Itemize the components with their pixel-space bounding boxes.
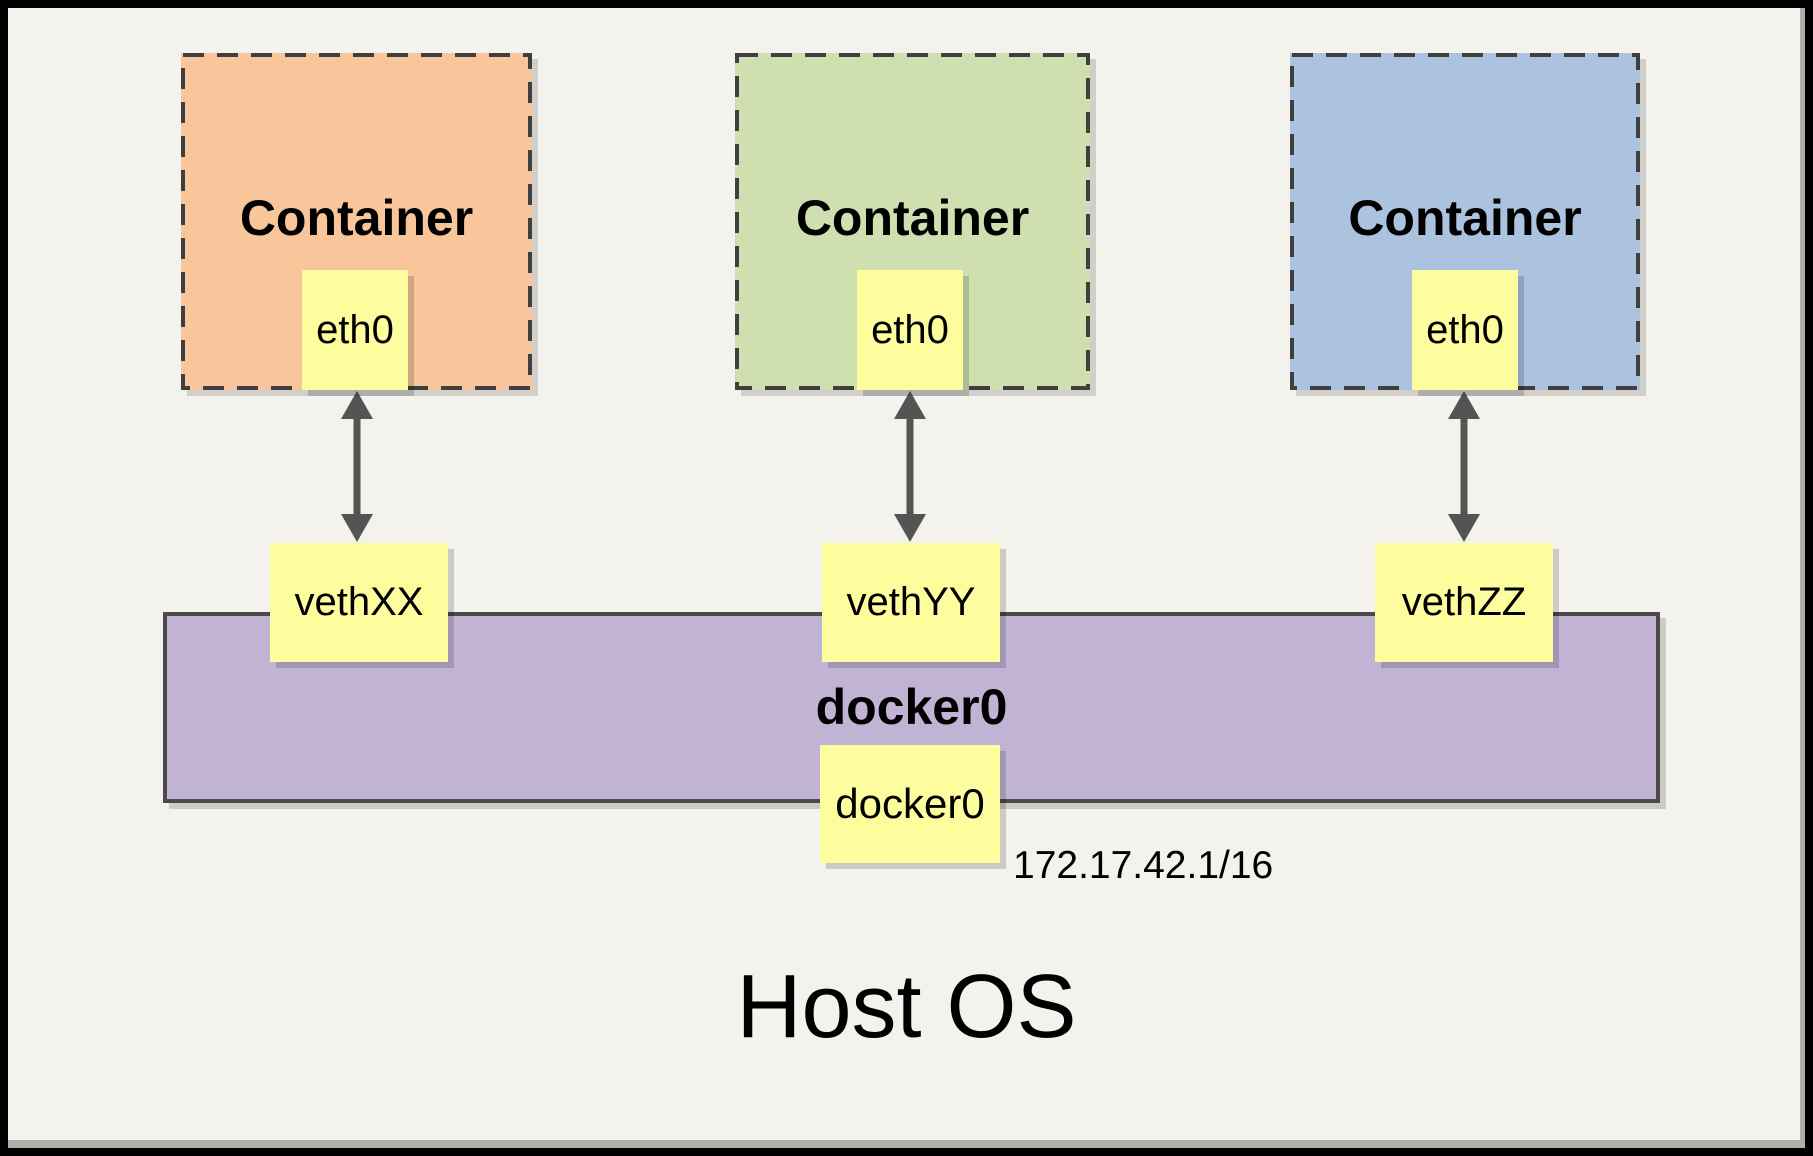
vethYY-label: vethYY: [846, 580, 976, 624]
host-os-label: Host OS: [736, 957, 1077, 1057]
bridge-ip-address: 172.17.42.1/16: [1013, 844, 1274, 887]
eth0-label-3: eth0: [1426, 307, 1504, 352]
docker0-interface-box: docker0: [820, 745, 1000, 863]
eth0-box-2: eth0: [857, 270, 963, 390]
vethYY-box: vethYY: [822, 543, 1000, 662]
container-label-2: Container: [795, 190, 1030, 246]
docker0-interface-label: docker0: [835, 780, 985, 827]
vethZZ-label: vethZZ: [1401, 580, 1527, 624]
vethXX-box: vethXX: [270, 543, 448, 662]
vethZZ-box: vethZZ: [1375, 543, 1553, 662]
eth0-label-2: eth0: [871, 307, 949, 352]
eth0-label-1: eth0: [316, 307, 394, 352]
container-label-3: Container: [1348, 190, 1582, 246]
vethXX-label: vethXX: [294, 580, 424, 624]
eth0-box-3: eth0: [1412, 270, 1518, 390]
container-label-1: Container: [239, 190, 474, 246]
docker0-bridge-label: docker0: [815, 679, 1008, 735]
eth0-box-1: eth0: [302, 270, 408, 390]
